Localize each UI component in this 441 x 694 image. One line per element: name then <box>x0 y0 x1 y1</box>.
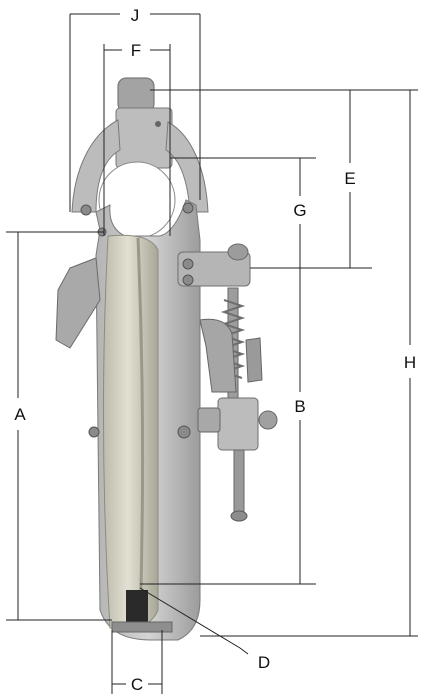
label-a: A <box>14 405 26 424</box>
label-e: E <box>344 169 355 188</box>
lower-clamp <box>217 397 259 451</box>
spring-coil <box>220 299 246 379</box>
adjust-bolt-head <box>230 510 248 522</box>
bracket-hole <box>227 243 249 261</box>
bracket-bolt-icon <box>182 274 194 286</box>
dimension-lines <box>6 13 418 694</box>
bolt-icon <box>177 425 191 439</box>
sheave-wheel <box>102 234 159 630</box>
label-j: J <box>131 6 140 25</box>
yoke-arc <box>71 119 209 213</box>
left-latch <box>55 257 101 349</box>
top-shackle <box>117 77 155 113</box>
label-c: C <box>131 675 143 694</box>
bolt-icon <box>88 426 100 438</box>
lever-arm <box>245 337 263 383</box>
adjust-bolt <box>233 449 245 515</box>
head-block <box>115 107 173 169</box>
bottom-slot <box>126 590 148 624</box>
clamp-nut-icon <box>258 410 278 430</box>
head-bolt-icon <box>155 121 161 127</box>
label-b: B <box>294 397 305 416</box>
label-d: D <box>258 653 270 672</box>
sheave-groove <box>136 237 145 627</box>
bottom-foot <box>111 621 173 633</box>
bolt-icon <box>182 202 194 214</box>
sheave-block <box>55 77 278 641</box>
label-f: F <box>131 41 141 60</box>
label-h: H <box>404 353 416 372</box>
mount-bracket <box>177 251 251 287</box>
label-g: G <box>293 201 306 220</box>
clamp-stud <box>197 407 221 433</box>
dimension-labels: J F E G H B A C D <box>14 6 416 694</box>
bracket-bolt-icon <box>182 258 194 270</box>
bolt-icon <box>80 204 92 216</box>
arm-linkage <box>199 318 237 393</box>
